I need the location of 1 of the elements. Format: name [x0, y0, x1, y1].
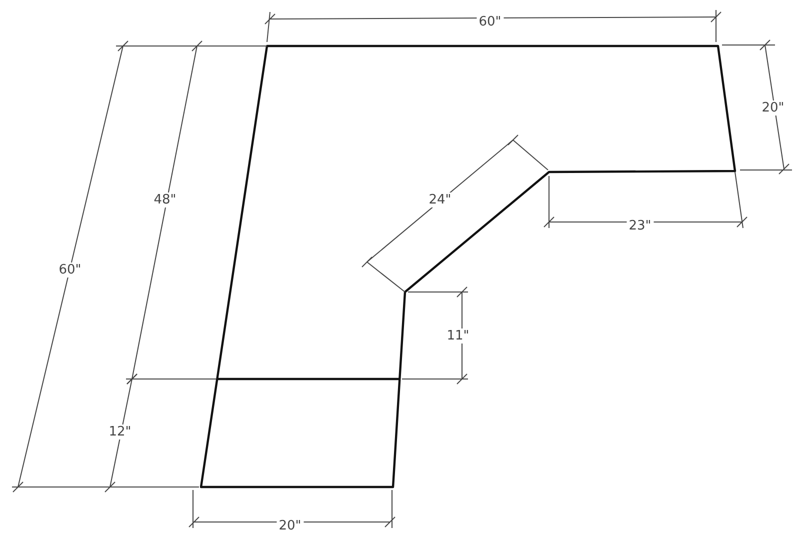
dimension-label: 24": [426, 192, 454, 208]
